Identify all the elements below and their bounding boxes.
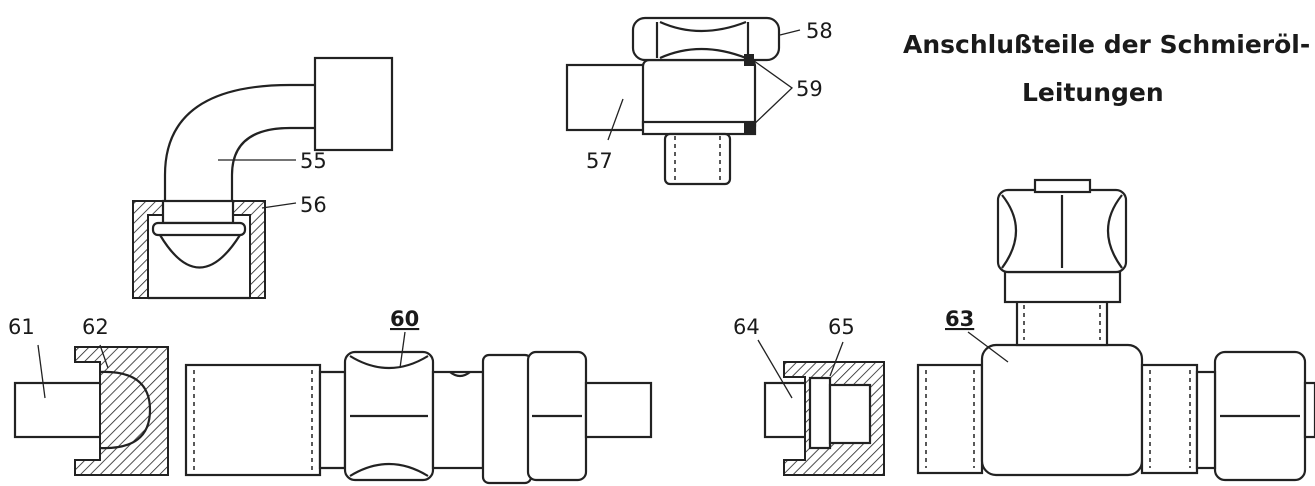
label-61: 61 bbox=[8, 315, 35, 339]
label-58: 58 bbox=[806, 19, 833, 43]
label-60: 60 bbox=[390, 307, 419, 331]
banjo-fitting-57-58-59 bbox=[565, 16, 781, 186]
label-59: 59 bbox=[796, 77, 823, 101]
straight-union-60-61-62 bbox=[13, 346, 653, 485]
leader-lines bbox=[37, 29, 1009, 399]
diagram-title-line-2: Leitungen bbox=[1022, 78, 1164, 107]
label-55: 55 bbox=[300, 149, 327, 173]
label-64: 64 bbox=[733, 315, 760, 339]
label-62: 62 bbox=[82, 315, 109, 339]
label-63: 63 bbox=[945, 307, 974, 331]
label-65: 65 bbox=[828, 315, 855, 339]
tee-union-63-64-65 bbox=[763, 178, 1315, 482]
label-56: 56 bbox=[300, 193, 327, 217]
elbow-fitting-55-56 bbox=[132, 56, 394, 300]
diagram-title-line-1: Anschlußteile der Schmieröl- bbox=[903, 30, 1311, 59]
label-57: 57 bbox=[586, 149, 613, 173]
